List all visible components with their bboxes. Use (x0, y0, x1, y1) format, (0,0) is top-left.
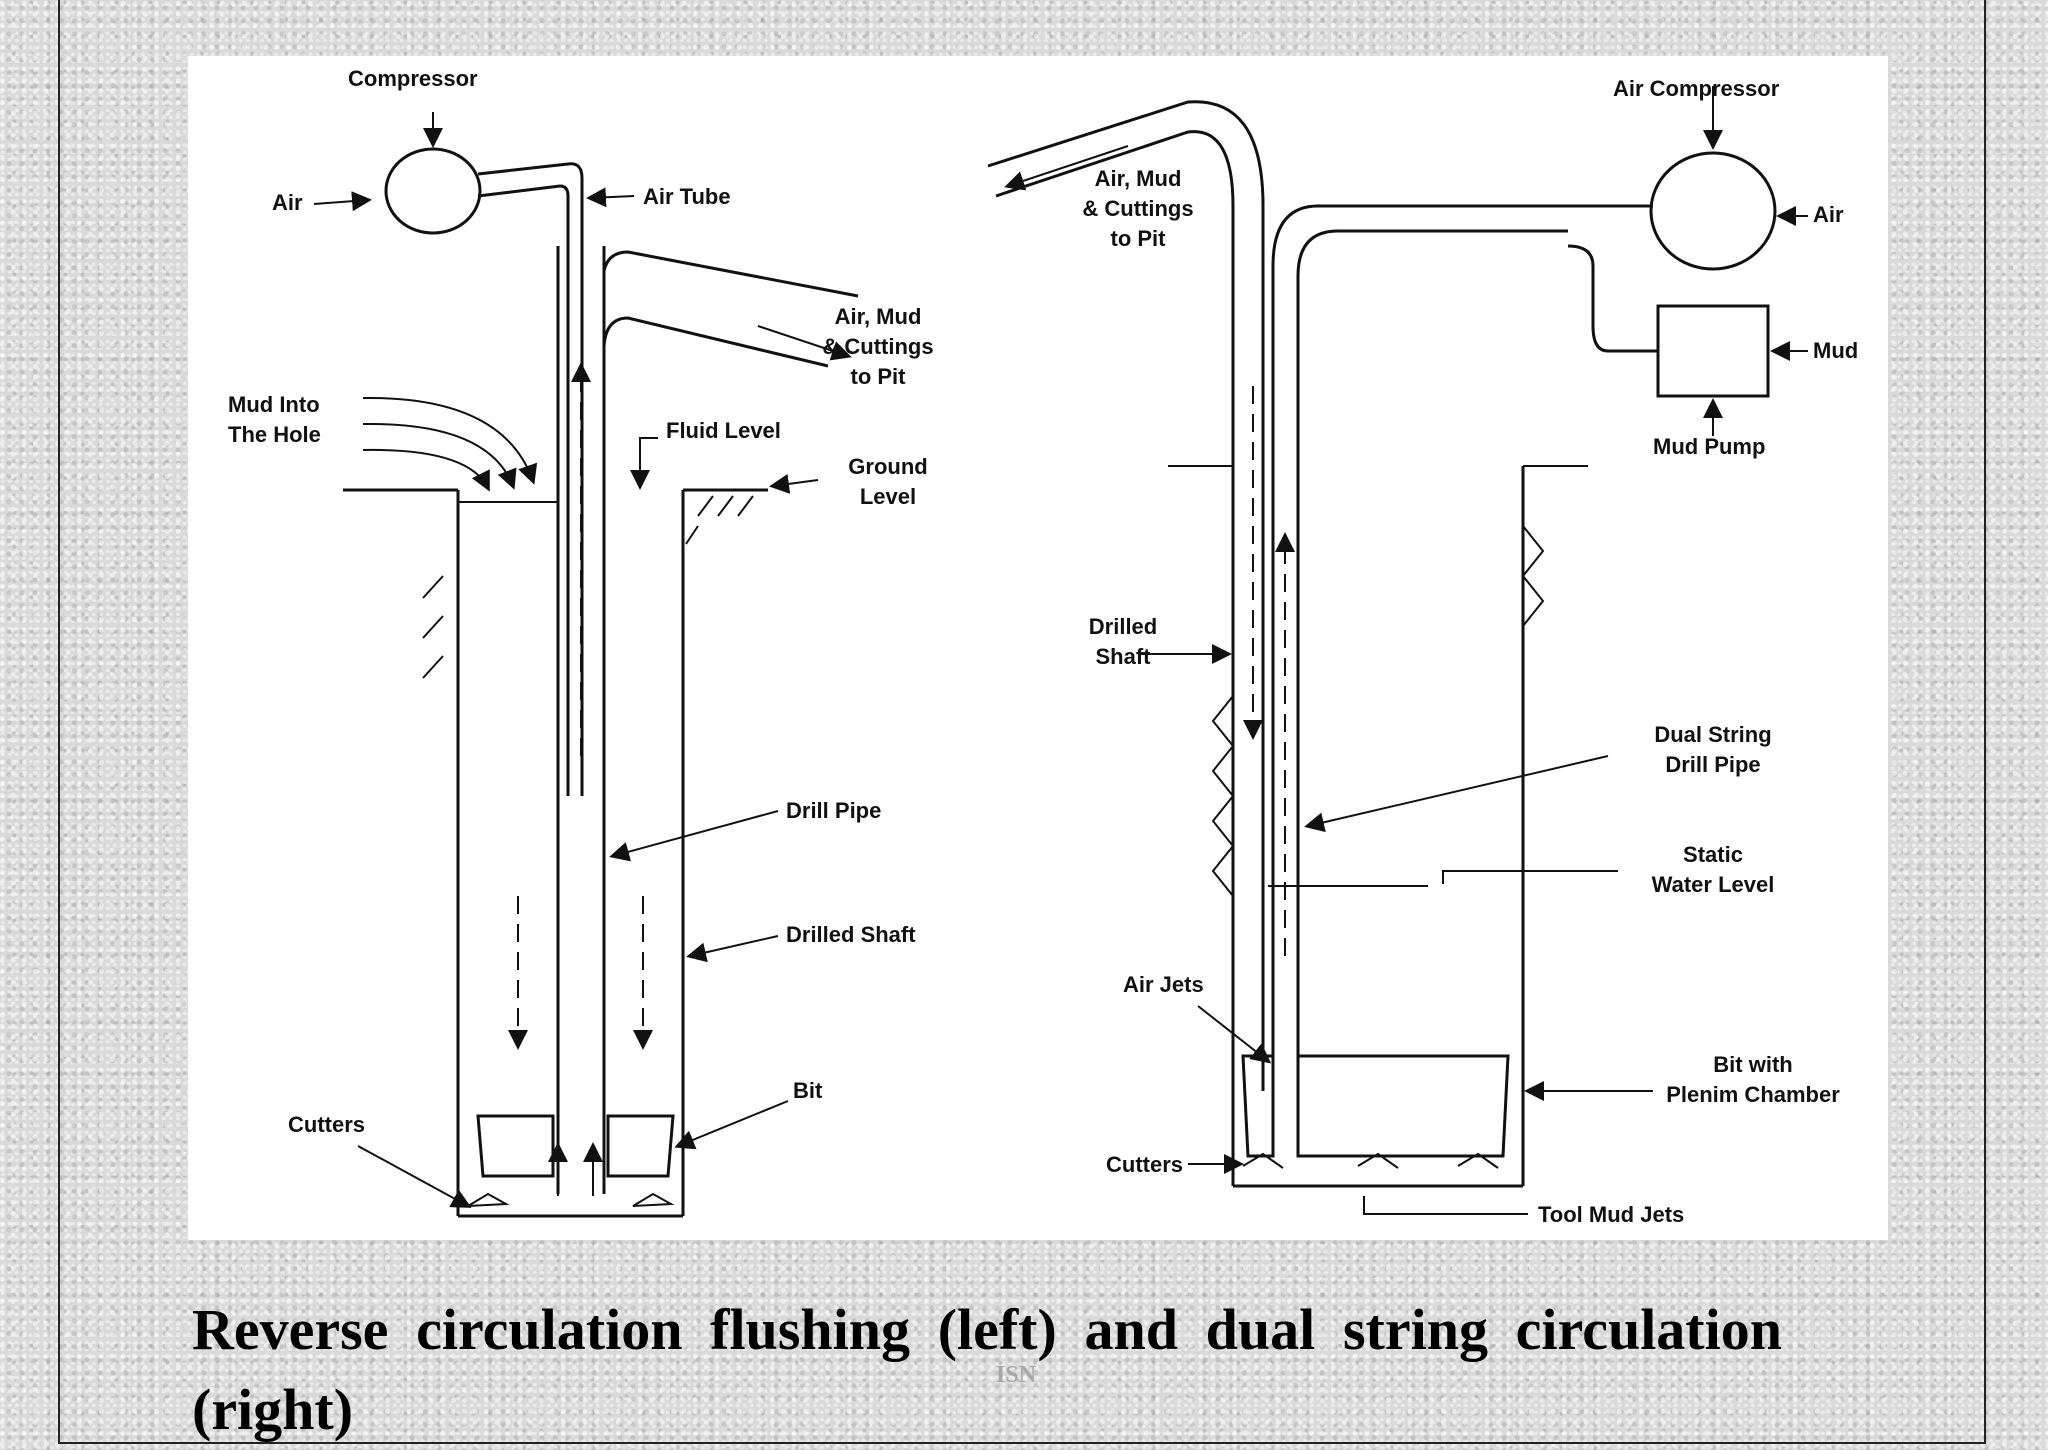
left-drilled-shaft-label: Drilled Shaft (786, 922, 916, 947)
slide-frame (58, 0, 1986, 1444)
right-air-compressor-label: Air Compressor (1613, 76, 1780, 101)
right-static-water-label-2: Water Level (1652, 872, 1775, 897)
right-bit-left (1241, 1054, 1275, 1158)
left-mud-arrow-3 (362, 448, 490, 492)
left-bit-label: Bit (793, 1078, 823, 1103)
right-tool-mud-jets-pointer (1363, 1196, 1528, 1215)
right-static-water-pointer (1442, 870, 1618, 884)
right-drilled-shaft-label-1: Drilled (1089, 614, 1157, 639)
left-outflow-label-2: & Cuttings (822, 334, 933, 359)
right-mud-pump-label: Mud Pump (1653, 434, 1765, 459)
right-mud-pump-shape (1656, 304, 1770, 398)
left-drill-pipe-pointer (609, 810, 779, 862)
left-mud-label-2: The Hole (228, 422, 321, 447)
slide-caption: Reverse circulation flushing (left) and … (192, 1297, 1782, 1442)
left-fluid-level-label: Fluid Level (666, 418, 781, 443)
right-mud-label: Mud (1813, 338, 1858, 363)
left-ground-level-pointer (769, 473, 819, 494)
diagram-canvas: Compressor Air Air Tube Air, Mud & Cutti… (228, 66, 1858, 1227)
left-cutter-shapes (467, 1192, 675, 1207)
left-mud-arrow-1 (362, 396, 538, 485)
left-soil-hatch-2 (422, 575, 444, 679)
left-outflow-bottom (602, 316, 829, 368)
right-air-jets-pointer (1197, 1005, 1272, 1064)
right-diagram: Air Compressor Air, Mud & Cuttings to Pi… (987, 76, 1858, 1227)
right-dual-string-label-1: Dual String (1654, 722, 1771, 747)
right-bit-right (1296, 1054, 1510, 1158)
left-air-pointer (313, 191, 372, 212)
right-outflow-outer-2 (987, 100, 1265, 1091)
right-cutters-label: Cutters (1106, 1152, 1183, 1177)
right-soil-zigzag-left (1211, 695, 1235, 897)
right-mud-pump-line (1567, 244, 1658, 353)
right-outflow-label-2: & Cuttings (1082, 196, 1193, 221)
left-ground-level-label-1: Ground (848, 454, 927, 479)
right-outflow-outer (995, 130, 1235, 1091)
right-static-water-label-1: Static (1683, 842, 1743, 867)
right-inner-pipe-inner (1296, 229, 1568, 1076)
right-dual-string-label-2: Drill Pipe (1665, 752, 1760, 777)
right-air-jets-label: Air Jets (1123, 972, 1204, 997)
watermark: ISN (996, 1362, 1037, 1388)
left-outflow-label-1: Air, Mud (835, 304, 922, 329)
figure-panel: Compressor Air Air Tube Air, Mud & Cutti… (188, 56, 1888, 1240)
left-air-label: Air (272, 190, 303, 215)
left-bit-pointer (674, 1100, 789, 1150)
right-outflow-label-1: Air, Mud (1095, 166, 1182, 191)
left-fluid-level-pointer (630, 437, 658, 490)
right-inner-pipe-outer (1271, 204, 1653, 1076)
right-compressor-shape (1649, 151, 1777, 271)
right-drilled-shaft-label-2: Shaft (1096, 644, 1152, 669)
left-mud-arrow-2 (362, 422, 517, 490)
right-outflow-label-3: to Pit (1111, 226, 1167, 251)
left-ground-level-label-2: Level (860, 484, 916, 509)
left-compressor-label: Compressor (348, 66, 478, 91)
left-outflow-arrow (757, 325, 852, 361)
left-drill-pipe-label: Drill Pipe (786, 798, 881, 823)
left-air-tube-inner (477, 184, 570, 796)
left-air-tube-label: Air Tube (643, 184, 731, 209)
left-bit-right (606, 1114, 675, 1178)
right-soil-zigzag-right (1521, 525, 1545, 627)
right-cutter-shapes (1242, 1152, 1499, 1169)
left-mud-label-1: Mud Into (228, 392, 320, 417)
right-bit-plenum-label-1: Bit with (1713, 1052, 1792, 1077)
left-outflow-label-3: to Pit (851, 364, 907, 389)
left-soil-hatch (685, 495, 754, 545)
right-outflow-arrow (1004, 145, 1129, 191)
left-bit-left (476, 1114, 555, 1178)
left-air-tube-pointer (586, 187, 635, 208)
left-drilled-shaft-pointer (686, 935, 779, 963)
left-compressor-shape (384, 147, 482, 235)
right-dual-string-pointer (1304, 755, 1609, 833)
left-cutters-label: Cutters (288, 1112, 365, 1137)
right-tool-mud-jets-label: Tool Mud Jets (1538, 1202, 1684, 1227)
left-cutters-pointer (357, 1145, 472, 1208)
left-outflow-top (602, 250, 859, 298)
right-air-label: Air (1813, 202, 1844, 227)
left-diagram: Compressor Air Air Tube Air, Mud & Cutti… (228, 66, 934, 1218)
right-bit-plenum-label-2: Plenim Chamber (1666, 1082, 1840, 1107)
left-air-tube-outer (477, 162, 584, 796)
